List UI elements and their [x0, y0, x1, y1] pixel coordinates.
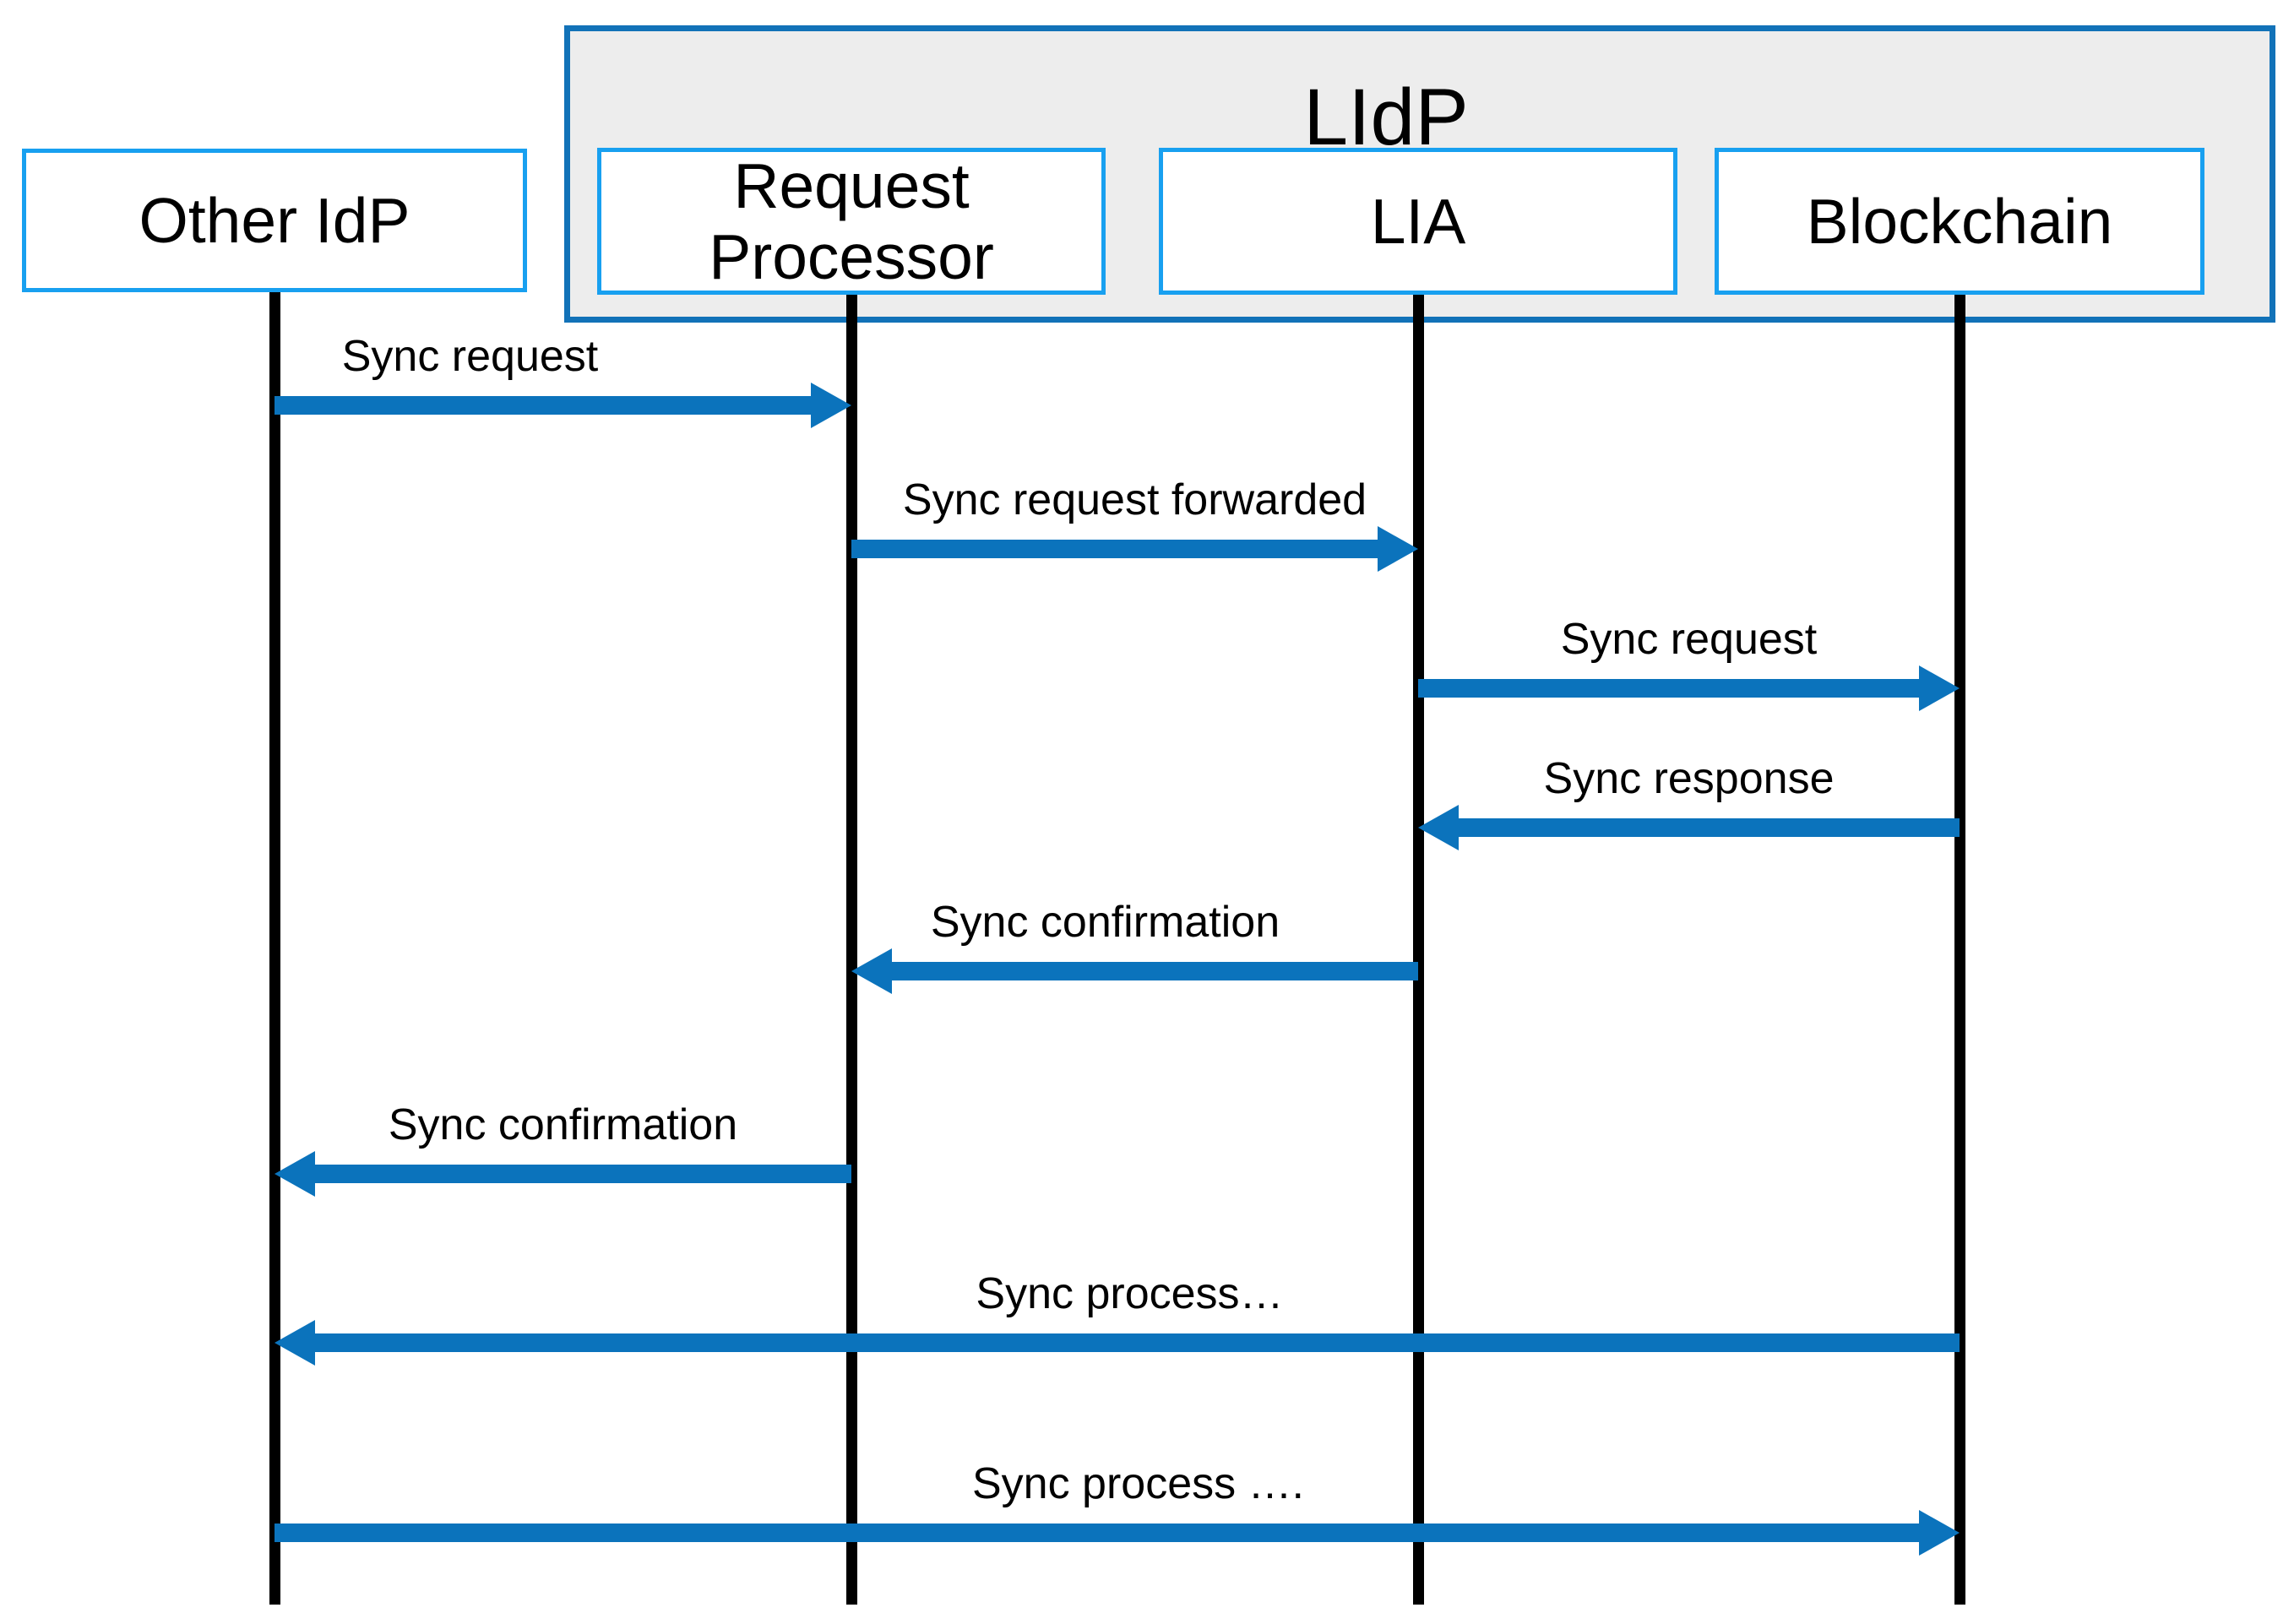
arrowhead-right-icon — [1919, 665, 1960, 711]
arrowhead-right-icon — [1378, 526, 1418, 572]
arrow-shaft — [315, 1165, 851, 1183]
arrow-shaft — [275, 1524, 1924, 1542]
message-label: Sync request forwarded — [902, 475, 1367, 524]
message-label: Sync confirmation — [930, 898, 1280, 947]
arrowhead-right-icon — [811, 383, 851, 428]
lifeline-request-processor — [846, 291, 857, 1605]
actor-box-blockchain: Blockchain — [1715, 148, 2204, 295]
message-label: Sync request — [341, 332, 599, 381]
actor-label-lia: LIA — [1370, 186, 1466, 257]
message-label: Sync request — [1560, 615, 1818, 664]
actor-box-lia: LIA — [1159, 148, 1677, 295]
message-label: Sync confirmation — [388, 1100, 738, 1149]
arrowhead-right-icon — [1919, 1510, 1960, 1556]
lidp-group-title: LIdP — [1303, 73, 1469, 162]
arrowhead-left-icon — [1418, 805, 1459, 850]
arrowhead-left-icon — [851, 948, 892, 994]
actor-box-request-processor: Request Processor — [597, 148, 1106, 295]
message-label: Sync process… — [976, 1269, 1284, 1318]
actor-label-other-idp: Other IdP — [139, 185, 410, 256]
lifeline-blockchain — [1954, 291, 1965, 1605]
actor-label-request-processor: Request Processor — [709, 150, 994, 292]
arrow-shaft — [1459, 818, 1960, 837]
arrow-shaft — [315, 1333, 1960, 1352]
actor-label-blockchain: Blockchain — [1806, 186, 2113, 257]
message-label: Sync response — [1543, 754, 1835, 803]
arrowhead-left-icon — [275, 1151, 315, 1197]
lifeline-other-idp — [269, 291, 280, 1605]
actor-box-other-idp: Other IdP — [22, 149, 527, 292]
arrow-shaft — [275, 396, 816, 415]
arrow-shaft — [1418, 679, 1924, 698]
arrow-shaft — [892, 962, 1418, 980]
lifeline-lia — [1413, 291, 1424, 1605]
arrowhead-left-icon — [275, 1320, 315, 1366]
arrow-shaft — [851, 540, 1383, 558]
message-label: Sync process …. — [971, 1459, 1305, 1508]
